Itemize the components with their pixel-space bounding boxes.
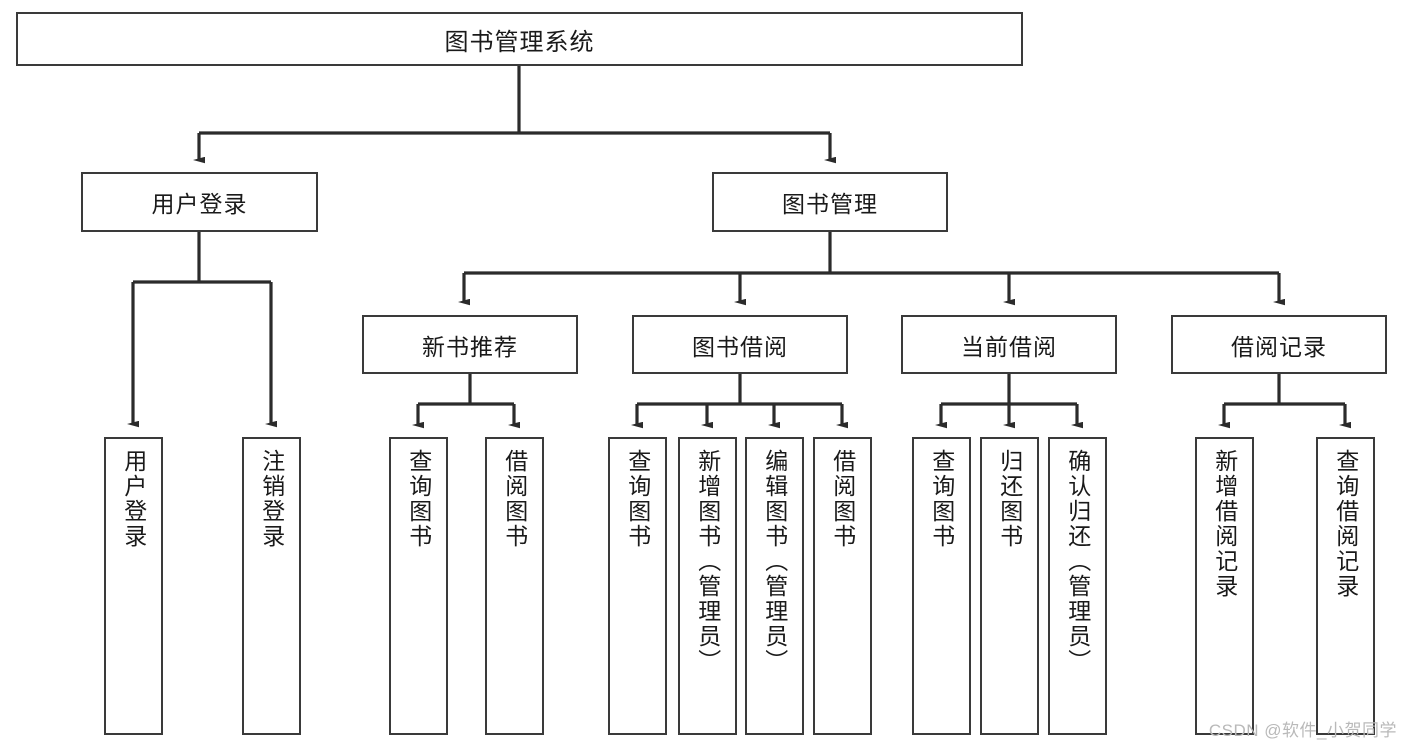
node-leaf-query-record-label: 查询借阅记录 <box>1332 449 1359 599</box>
node-root-system-label: 图书管理系统 <box>444 28 595 56</box>
node-current-borrow[interactable]: 当前借阅 <box>901 315 1117 374</box>
node-leaf-logout-login-label: 注销登录 <box>258 449 285 549</box>
node-leaf-query-book-2-label: 查询图书 <box>624 449 651 549</box>
node-leaf-logout-login[interactable]: 注销登录 <box>242 437 301 735</box>
node-leaf-confirm-return[interactable]: 确认归还（管理员） <box>1048 437 1107 735</box>
node-leaf-add-book-label: 新增图书（管理员） <box>694 449 721 674</box>
node-leaf-add-record-label: 新增借阅记录 <box>1211 449 1238 599</box>
csdn-watermark: CSDN @软件_小贺同学 <box>1208 721 1397 740</box>
node-new-book-recommend-label: 新书推荐 <box>422 333 518 360</box>
node-leaf-return-book[interactable]: 归还图书 <box>980 437 1039 735</box>
node-user-login[interactable]: 用户登录 <box>81 172 318 232</box>
node-leaf-borrow-book-1[interactable]: 借阅图书 <box>485 437 544 735</box>
node-current-borrow-label: 当前借阅 <box>961 333 1057 360</box>
node-leaf-borrow-book-2-label: 借阅图书 <box>829 449 856 549</box>
node-leaf-borrow-book-1-label: 借阅图书 <box>501 449 528 549</box>
node-borrow-record-label: 借阅记录 <box>1231 333 1327 360</box>
node-book-borrow[interactable]: 图书借阅 <box>632 315 848 374</box>
node-leaf-confirm-return-label: 确认归还（管理员） <box>1064 449 1091 674</box>
node-leaf-query-book-1-label: 查询图书 <box>405 449 432 549</box>
node-user-login-label: 用户登录 <box>151 191 248 217</box>
node-borrow-record[interactable]: 借阅记录 <box>1171 315 1387 374</box>
node-leaf-query-book-1[interactable]: 查询图书 <box>389 437 448 735</box>
node-new-book-recommend[interactable]: 新书推荐 <box>362 315 578 374</box>
node-book-management[interactable]: 图书管理 <box>712 172 948 232</box>
node-book-management-label: 图书管理 <box>782 191 878 217</box>
node-leaf-edit-book-label: 编辑图书（管理员） <box>761 449 788 674</box>
node-leaf-return-book-label: 归还图书 <box>996 449 1023 549</box>
node-book-borrow-label: 图书借阅 <box>692 333 788 360</box>
node-leaf-borrow-book-2[interactable]: 借阅图书 <box>813 437 872 735</box>
node-leaf-add-record[interactable]: 新增借阅记录 <box>1195 437 1254 735</box>
node-leaf-query-book-3-label: 查询图书 <box>928 449 955 549</box>
node-leaf-user-login-label: 用户登录 <box>120 449 147 549</box>
node-root-system[interactable]: 图书管理系统 <box>16 12 1023 66</box>
node-leaf-add-book[interactable]: 新增图书（管理员） <box>678 437 737 735</box>
node-leaf-user-login[interactable]: 用户登录 <box>104 437 163 735</box>
node-leaf-query-record[interactable]: 查询借阅记录 <box>1316 437 1375 735</box>
node-leaf-edit-book[interactable]: 编辑图书（管理员） <box>745 437 804 735</box>
node-leaf-query-book-3[interactable]: 查询图书 <box>912 437 971 735</box>
node-leaf-query-book-2[interactable]: 查询图书 <box>608 437 667 735</box>
